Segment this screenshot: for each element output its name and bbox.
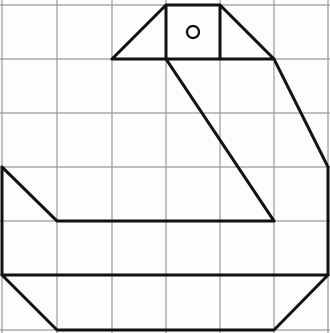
swan-head-outline bbox=[112, 5, 274, 59]
swan-body-outline bbox=[2, 167, 328, 330]
swan-eye-icon bbox=[187, 26, 199, 38]
